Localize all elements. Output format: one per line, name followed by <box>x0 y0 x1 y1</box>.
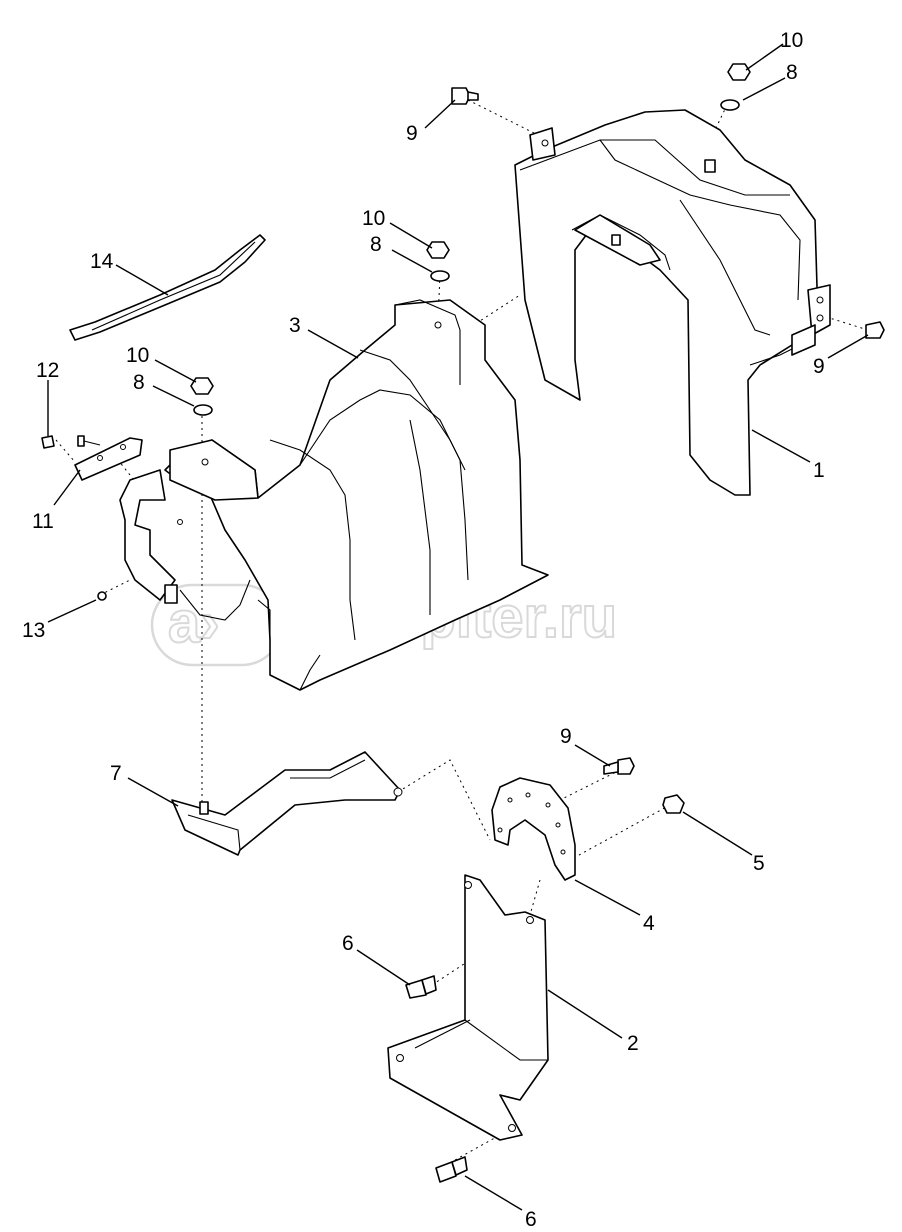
nut-5 <box>662 794 685 814</box>
callout-6b: 6 <box>525 1208 537 1231</box>
part-2-mount-bracket <box>387 874 549 1141</box>
callout-9a: 9 <box>406 122 418 145</box>
callouts: 1 2 3 4 5 6 6 7 8 8 8 9 9 9 10 10 10 11 … <box>22 29 825 1231</box>
callout-12: 12 <box>36 359 59 382</box>
callout-4: 4 <box>643 912 655 935</box>
washer-8a <box>720 99 740 111</box>
washer-8b <box>430 270 450 282</box>
nut-13 <box>97 591 107 601</box>
callout-13: 13 <box>22 619 45 642</box>
leader-lines <box>47 43 869 1211</box>
part-14-strap <box>69 234 266 341</box>
callout-10b: 10 <box>362 207 385 230</box>
bolt-6a-shank <box>421 975 437 995</box>
callout-1: 1 <box>813 459 825 482</box>
callout-7: 7 <box>110 762 122 785</box>
callout-9b: 9 <box>813 355 825 378</box>
callout-10a: 10 <box>780 29 803 52</box>
bolt-9c <box>617 757 635 775</box>
callout-9c: 9 <box>560 725 572 748</box>
part-7-bracket <box>171 751 403 856</box>
callout-6a: 6 <box>342 932 354 955</box>
nut-10b <box>426 241 450 259</box>
callout-11: 11 <box>32 510 54 533</box>
bolt-6a <box>405 979 427 999</box>
bolt-9a-shank <box>467 91 479 101</box>
callout-8b: 8 <box>370 233 382 256</box>
callout-3: 3 <box>289 314 301 337</box>
bolt-9b <box>865 321 885 339</box>
nut-10c <box>190 377 214 395</box>
callout-2: 2 <box>627 1032 639 1055</box>
part-4-plate <box>491 777 576 881</box>
callout-14: 14 <box>90 250 114 273</box>
callout-5: 5 <box>753 852 765 875</box>
callout-10c: 10 <box>126 344 149 367</box>
bolt-12 <box>41 435 55 449</box>
bolt-6b <box>435 1161 457 1183</box>
nut-10a <box>727 63 751 81</box>
part-11-clip <box>74 435 143 481</box>
callout-8a: 8 <box>786 61 798 84</box>
callout-8c: 8 <box>133 371 145 394</box>
part-3-blower-housing <box>119 299 549 691</box>
bolt-6b-shank <box>451 1156 468 1176</box>
washer-8c <box>193 404 213 416</box>
part-1-rear-shroud <box>514 109 831 496</box>
